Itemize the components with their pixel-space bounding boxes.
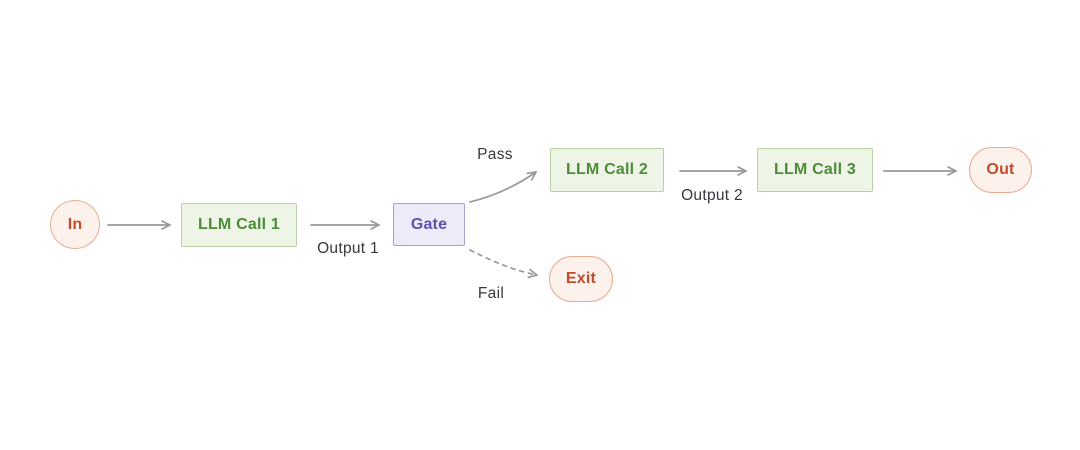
node-out: Out [969, 147, 1032, 193]
node-gate-label: Gate [410, 215, 448, 233]
node-exit-label: Exit [565, 270, 597, 287]
node-llm-call-2-label: LLM Call 2 [565, 161, 648, 178]
node-llm-call-3-label: LLM Call 3 [773, 161, 856, 178]
node-exit: Exit [549, 256, 613, 302]
edge-label-pass: Pass [477, 146, 513, 163]
node-llm-call-2: LLM Call 2 [550, 148, 664, 192]
node-llm-call-1: LLM Call 1 [181, 203, 297, 247]
edge-label-output-2: Output 2 [681, 187, 743, 204]
edge-gate-exit [469, 249, 538, 279]
node-llm-call-1-label: LLM Call 1 [197, 216, 280, 233]
node-in-label: In [67, 215, 83, 233]
node-out-label: Out [986, 161, 1015, 178]
edge-gate-llm2 [469, 171, 537, 203]
node-llm-call-3: LLM Call 3 [757, 148, 873, 192]
node-in: In [50, 200, 100, 249]
edge-label-output-1: Output 1 [317, 240, 379, 257]
node-gate: Gate [393, 203, 465, 246]
edge-label-fail: Fail [477, 285, 505, 302]
